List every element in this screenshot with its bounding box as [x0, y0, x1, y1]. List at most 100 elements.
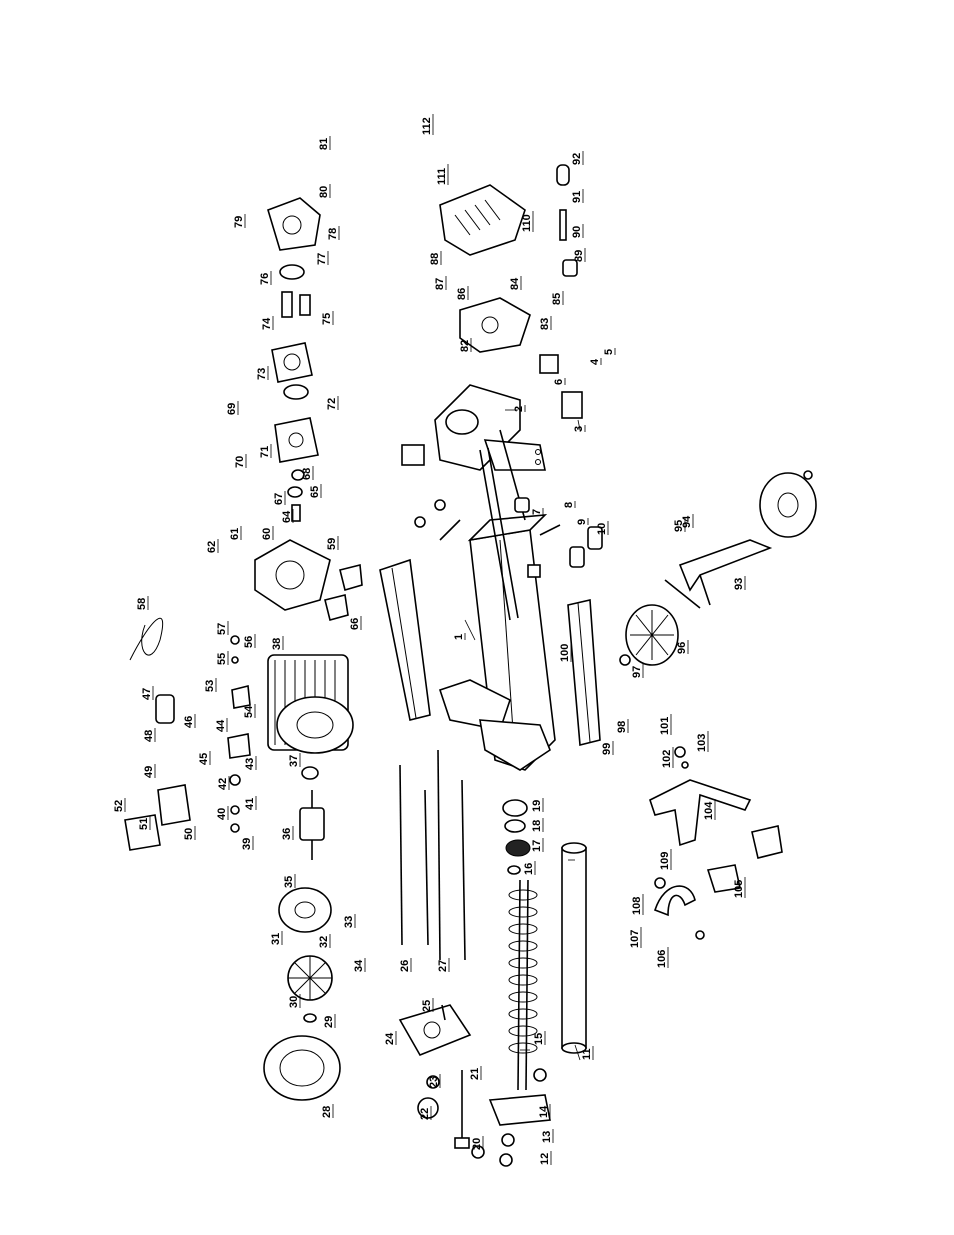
part-label-76: 76: [259, 273, 271, 285]
leader-lines: [464, 409, 581, 1061]
part-label-61: 61: [229, 528, 241, 540]
part-label-8: 8: [563, 502, 575, 508]
part-label-75: 75: [321, 313, 333, 325]
part-label-23: 23: [428, 1076, 440, 1088]
part-label-112: 112: [421, 117, 433, 135]
part-number-labels: 1234567891011121314151617181920212223242…: [113, 114, 746, 1165]
bracket-parts: [649, 746, 783, 940]
part-label-22: 22: [419, 1108, 431, 1120]
part-label-108: 108: [631, 897, 643, 915]
side-rails: [379, 558, 601, 747]
part-label-30: 30: [288, 996, 300, 1008]
part-label-105: 105: [733, 880, 745, 898]
part-label-37: 37: [288, 755, 300, 767]
part-label-74: 74: [261, 317, 273, 330]
part-label-91: 91: [571, 191, 583, 203]
part-label-69: 69: [226, 403, 238, 415]
part-label-78: 78: [327, 228, 339, 240]
part-label-100: 100: [559, 644, 571, 662]
part-label-72: 72: [326, 398, 338, 410]
part-label-15: 15: [533, 1033, 545, 1045]
part-label-90: 90: [571, 226, 583, 238]
part-label-42: 42: [217, 778, 229, 790]
part-label-46: 46: [183, 716, 195, 728]
upper-frame: [434, 384, 546, 621]
part-label-53: 53: [204, 680, 216, 692]
part-label-71: 71: [259, 446, 271, 458]
part-label-77: 77: [316, 253, 328, 265]
part-label-86: 86: [456, 288, 468, 300]
part-label-12: 12: [539, 1153, 551, 1165]
part-label-96: 96: [676, 642, 688, 654]
wheel-assembly: [619, 470, 817, 666]
part-label-98: 98: [616, 721, 628, 733]
part-label-101: 101: [659, 717, 671, 735]
part-label-92: 92: [571, 153, 583, 165]
part-label-48: 48: [143, 730, 155, 742]
part-label-107: 107: [629, 930, 641, 948]
part-label-11: 11: [581, 1048, 593, 1060]
part-label-47: 47: [141, 688, 153, 700]
part-label-103: 103: [696, 734, 708, 752]
part-label-59: 59: [326, 538, 338, 550]
part-label-16: 16: [523, 863, 535, 875]
part-label-6: 6: [553, 379, 565, 385]
part-label-38: 38: [271, 638, 283, 650]
part-label-24: 24: [384, 1032, 396, 1045]
part-label-56: 56: [243, 636, 255, 648]
part-label-5: 5: [603, 349, 615, 355]
nuts: [471, 1068, 547, 1167]
part-label-97: 97: [631, 666, 643, 678]
part-label-57: 57: [216, 623, 228, 635]
part-label-27: 27: [437, 960, 449, 972]
part-label-10: 10: [596, 523, 608, 535]
part-label-33: 33: [343, 916, 355, 928]
part-label-19: 19: [531, 800, 543, 812]
part-label-21: 21: [469, 1068, 481, 1080]
tie-rods: [399, 749, 466, 961]
part-label-104: 104: [703, 801, 715, 820]
part-label-13: 13: [541, 1131, 553, 1143]
part-label-31: 31: [270, 933, 282, 945]
part-label-36: 36: [281, 828, 293, 840]
part-label-43: 43: [244, 758, 256, 770]
part-label-94: 94: [681, 515, 693, 528]
seals: [502, 799, 531, 875]
part-label-85: 85: [551, 293, 563, 305]
switch-parts: [124, 617, 251, 851]
part-label-93: 93: [733, 578, 745, 590]
part-label-70: 70: [234, 456, 246, 468]
part-label-95: 95: [673, 520, 685, 532]
cylinder-tube: [561, 842, 587, 1054]
part-label-3: 3: [573, 426, 585, 432]
part-label-32: 32: [318, 936, 330, 948]
part-label-2: 2: [513, 406, 525, 412]
part-label-49: 49: [143, 766, 155, 778]
part-label-84: 84: [509, 277, 521, 290]
motor-end-parts: [263, 887, 341, 1101]
part-label-20: 20: [471, 1138, 483, 1150]
part-label-17: 17: [531, 840, 543, 852]
part-label-34: 34: [353, 959, 365, 972]
part-label-67: 67: [273, 493, 285, 505]
part-label-79: 79: [233, 216, 245, 228]
part-label-68: 68: [301, 468, 313, 480]
part-label-25: 25: [421, 1000, 433, 1012]
part-label-1: 1: [453, 634, 465, 640]
part-label-50: 50: [183, 828, 195, 840]
part-label-110: 110: [521, 214, 533, 232]
part-label-99: 99: [601, 743, 613, 755]
part-label-83: 83: [539, 318, 551, 330]
part-label-102: 102: [661, 750, 673, 768]
pump-assembly: [254, 197, 363, 621]
part-label-87: 87: [434, 278, 446, 290]
end-block: [398, 1004, 472, 1149]
part-label-60: 60: [261, 528, 273, 540]
part-label-18: 18: [531, 820, 543, 832]
part-label-88: 88: [429, 253, 441, 265]
part-label-14: 14: [538, 1105, 550, 1118]
part-label-111: 111: [436, 168, 448, 185]
part-label-109: 109: [659, 852, 671, 870]
part-label-35: 35: [283, 876, 295, 888]
